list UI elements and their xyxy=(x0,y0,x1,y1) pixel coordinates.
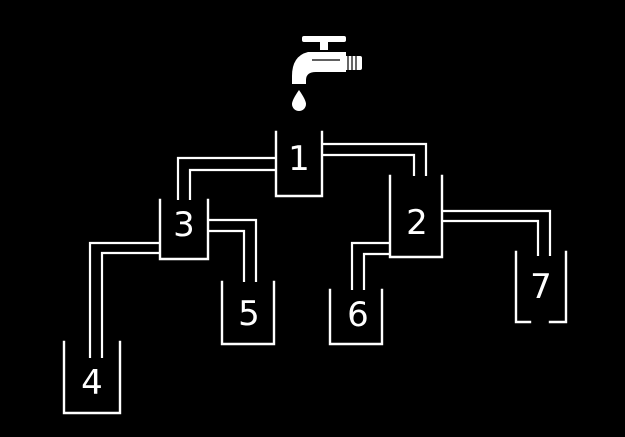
container-1-label: 1 xyxy=(288,139,310,179)
container-7: 7 xyxy=(514,250,568,324)
container-3-label: 3 xyxy=(173,205,195,245)
pipe-1-to-3 xyxy=(176,156,276,200)
water-drop-icon xyxy=(292,90,306,111)
pipe-1-to-2 xyxy=(322,142,428,176)
container-1: 1 xyxy=(274,130,324,198)
container-4: 4 xyxy=(62,340,122,415)
water-faucet-icon xyxy=(292,36,362,84)
container-5: 5 xyxy=(220,280,276,346)
pipe-3-to-4 xyxy=(88,241,160,358)
pipe-2-to-6 xyxy=(350,241,390,290)
container-2-label: 2 xyxy=(406,203,428,243)
pipe-3-to-5 xyxy=(208,218,258,282)
container-2: 2 xyxy=(388,174,444,259)
pipe-2-to-7 xyxy=(442,209,552,256)
container-5-label: 5 xyxy=(238,294,260,334)
container-6-label: 6 xyxy=(347,295,369,335)
container-3: 3 xyxy=(158,198,210,261)
container-7-label: 7 xyxy=(530,267,552,307)
container-4-label: 4 xyxy=(81,363,103,403)
container-6: 6 xyxy=(328,288,384,346)
